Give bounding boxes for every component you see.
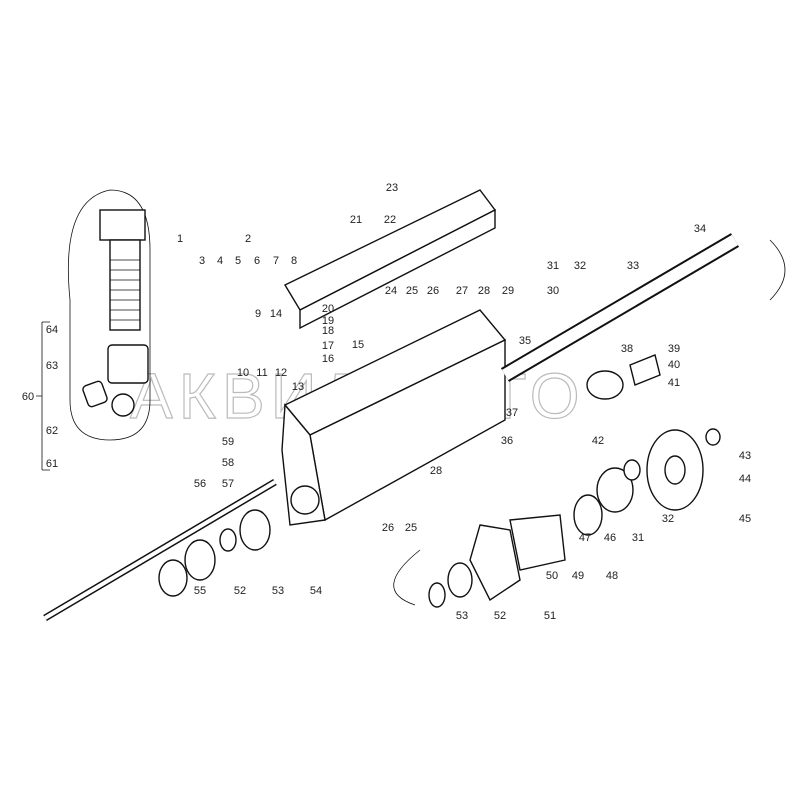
seal-42 — [623, 459, 641, 481]
camshaft — [500, 233, 786, 382]
callout-53: 53 — [456, 610, 468, 622]
callout-22: 22 — [384, 214, 396, 226]
callout-5: 5 — [235, 255, 241, 267]
nut-43 — [705, 428, 721, 446]
callout-63: 63 — [46, 360, 58, 372]
callout-37: 37 — [506, 407, 518, 419]
callout-34: 34 — [694, 223, 706, 235]
callout-15: 15 — [352, 339, 364, 351]
bearing-cover-46 — [596, 467, 634, 513]
callout-25: 25 — [406, 285, 418, 297]
bearing-52-rear — [447, 562, 473, 598]
callout-59: 59 — [222, 436, 234, 448]
callout-26: 26 — [382, 522, 394, 534]
top-cover-bar — [284, 189, 497, 330]
plunger-sleeve-64 — [107, 344, 149, 384]
callout-20: 20 — [322, 303, 334, 315]
callout-3: 3 — [199, 255, 205, 267]
callout-23: 23 — [386, 182, 398, 194]
callout-49: 49 — [572, 570, 584, 582]
callout-35: 35 — [519, 335, 531, 347]
callout-58: 58 — [222, 457, 234, 469]
bearing-54 — [239, 509, 271, 551]
callout-24: 24 — [385, 285, 397, 297]
callout-31: 31 — [632, 532, 644, 544]
callout-57: 57 — [222, 478, 234, 490]
callout-40: 40 — [668, 359, 680, 371]
callout-64: 64 — [46, 324, 58, 336]
callout-60: 60 — [22, 391, 34, 403]
gear-hub — [664, 455, 686, 485]
callout-31: 31 — [547, 260, 559, 272]
callout-54: 54 — [310, 585, 322, 597]
callout-16: 16 — [322, 353, 334, 365]
callout-17: 17 — [322, 340, 334, 352]
callout-1: 1 — [177, 233, 183, 245]
callout-48: 48 — [606, 570, 618, 582]
callout-41: 41 — [668, 377, 680, 389]
callout-56: 56 — [194, 478, 206, 490]
bracket-39 — [629, 354, 661, 386]
gasket-49 — [509, 514, 566, 571]
snap-ring-38 — [586, 370, 624, 400]
callout-45: 45 — [739, 513, 751, 525]
plunger-assembly — [36, 189, 151, 471]
ring-47 — [573, 494, 603, 536]
callout-32: 32 — [662, 513, 674, 525]
control-rack — [43, 478, 277, 622]
callout-10: 10 — [237, 367, 249, 379]
callout-28: 28 — [430, 465, 442, 477]
callout-7: 7 — [273, 255, 279, 267]
washer-53-rear — [428, 582, 446, 608]
ring-55 — [158, 559, 188, 597]
callout-13: 13 — [292, 381, 304, 393]
callout-46: 46 — [604, 532, 616, 544]
callout-21: 21 — [350, 214, 362, 226]
callout-28: 28 — [478, 285, 490, 297]
callout-25: 25 — [405, 522, 417, 534]
callout-61: 61 — [46, 458, 58, 470]
plate-51 — [469, 524, 521, 602]
pump-housing — [281, 309, 507, 526]
callout-2: 2 — [245, 233, 251, 245]
callout-4: 4 — [217, 255, 223, 267]
callout-14: 14 — [270, 308, 282, 320]
callout-50: 50 — [546, 570, 558, 582]
bearing-52 — [184, 539, 216, 581]
washer-53 — [219, 528, 237, 552]
callout-11: 11 — [256, 367, 267, 379]
callout-39: 39 — [668, 343, 680, 355]
callout-30: 30 — [547, 285, 559, 297]
callout-12: 12 — [275, 367, 287, 379]
callout-62: 62 — [46, 425, 58, 437]
callout-38: 38 — [621, 343, 633, 355]
callout-26: 26 — [427, 285, 439, 297]
callout-27: 27 — [456, 285, 468, 297]
callout-33: 33 — [627, 260, 639, 272]
callout-29: 29 — [502, 285, 514, 297]
callout-52: 52 — [234, 585, 246, 597]
callout-47: 47 — [579, 532, 591, 544]
callout-42: 42 — [592, 435, 604, 447]
callout-6: 6 — [254, 255, 260, 267]
callout-52: 52 — [494, 610, 506, 622]
callout-51: 51 — [544, 610, 556, 622]
callout-55: 55 — [194, 585, 206, 597]
callout-36: 36 — [501, 435, 513, 447]
callout-43: 43 — [739, 450, 751, 462]
callout-9: 9 — [255, 308, 261, 320]
callout-44: 44 — [739, 473, 751, 485]
callout-32: 32 — [574, 260, 586, 272]
callout-19: 19 — [322, 315, 334, 327]
callout-18: 18 — [322, 325, 334, 337]
callout-53: 53 — [272, 585, 284, 597]
callout-8: 8 — [291, 255, 297, 267]
